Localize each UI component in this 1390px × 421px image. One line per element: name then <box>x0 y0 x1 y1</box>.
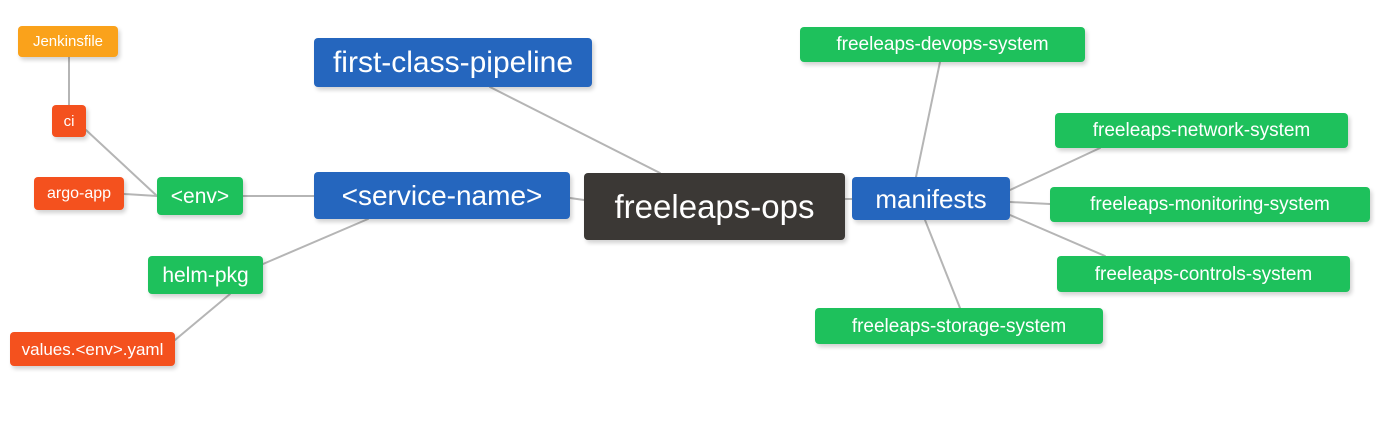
node-argo-app[interactable]: argo-app <box>34 177 124 210</box>
node-label-freeleaps-ops: freeleaps-ops <box>614 188 815 225</box>
node-label-freeleaps-network-system: freeleaps-network-system <box>1092 120 1311 141</box>
node-label-freeleaps-controls-system: freeleaps-controls-system <box>1094 263 1313 285</box>
edge-manifests-to-freeleaps-network-system <box>1009 147 1101 191</box>
node-freeleaps-devops-system[interactable]: freeleaps-devops-system <box>800 27 1085 62</box>
node-helm-pkg[interactable]: helm-pkg <box>148 256 263 294</box>
node-label-helm-pkg: helm-pkg <box>162 263 249 287</box>
edge-argo-app-to-env <box>123 193 158 197</box>
node-jenkinsfile[interactable]: Jenkinsfile <box>18 26 118 57</box>
node-label-freeleaps-monitoring-system: freeleaps-monitoring-system <box>1090 194 1330 215</box>
edge-first-class-pipeline-to-freeleaps-ops <box>489 86 661 174</box>
node-service-name[interactable]: <service-name> <box>314 172 570 219</box>
node-freeleaps-ops[interactable]: freeleaps-ops <box>584 173 845 240</box>
node-label-manifests: manifests <box>875 183 987 214</box>
edge-manifests-to-freeleaps-monitoring-system <box>1009 201 1051 205</box>
node-freeleaps-network-system[interactable]: freeleaps-network-system <box>1055 113 1348 148</box>
node-freeleaps-controls-system[interactable]: freeleaps-controls-system <box>1057 256 1350 292</box>
edge-values-yaml-to-helm-pkg <box>174 293 231 341</box>
node-manifests[interactable]: manifests <box>852 177 1010 220</box>
node-label-first-class-pipeline: first-class-pipeline <box>332 45 574 79</box>
node-freeleaps-storage-system[interactable]: freeleaps-storage-system <box>815 308 1103 344</box>
node-first-class-pipeline[interactable]: first-class-pipeline <box>314 38 592 87</box>
node-label-service-name: <service-name> <box>341 179 543 211</box>
node-freeleaps-monitoring-system[interactable]: freeleaps-monitoring-system <box>1050 187 1370 222</box>
node-label-jenkinsfile: Jenkinsfile <box>32 33 104 50</box>
node-label-values-yaml: values.<env>.yaml <box>21 339 164 359</box>
edge-service-name-to-freeleaps-ops <box>569 197 585 201</box>
node-label-ci: ci <box>63 112 75 130</box>
node-values-yaml[interactable]: values.<env>.yaml <box>10 332 175 366</box>
node-label-env: <env> <box>170 184 230 208</box>
edge-manifests-to-freeleaps-storage-system <box>924 219 961 309</box>
node-label-freeleaps-devops-system: freeleaps-devops-system <box>836 34 1049 55</box>
edge-manifests-to-freeleaps-devops-system <box>915 61 941 178</box>
node-label-freeleaps-storage-system: freeleaps-storage-system <box>851 315 1067 337</box>
edge-helm-pkg-to-service-name <box>262 218 369 265</box>
node-env[interactable]: <env> <box>157 177 243 215</box>
node-ci[interactable]: ci <box>52 105 86 137</box>
node-label-argo-app: argo-app <box>46 184 112 202</box>
